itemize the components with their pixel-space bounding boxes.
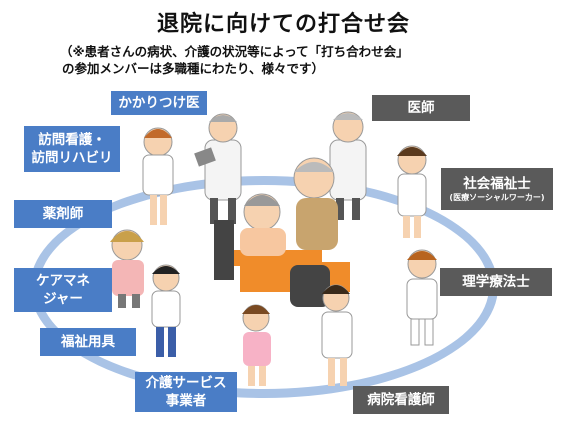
subtitle-line-2: の参加メンバーは多職種にわたり、様々です） (62, 61, 325, 76)
role-label-care-line1: ケアマネ (36, 273, 90, 289)
role-label-ishi: 医師 (372, 95, 470, 121)
subtitle-line-1: （※患者さんの病状、介護の状況等によって「打ち合わせ会」 (60, 44, 409, 59)
social-worker-figure (397, 145, 427, 238)
role-label-care-line2: ジャー (43, 291, 83, 307)
care-service-figure (242, 304, 271, 386)
hospital-nurse-figure (321, 284, 353, 386)
role-label-kaigo: 介護サービス 事業者 (135, 372, 237, 412)
role-label-fukushi: 福祉用具 (40, 328, 136, 356)
role-label-nurse: 病院看護師 (353, 386, 449, 414)
subtitle: （※患者さんの病状、介護の状況等によって「打ち合わせ会」 の参加メンバーは多職種… (60, 43, 530, 77)
role-label-pt: 理学療法士 (440, 268, 552, 296)
role-label-houmon: 訪問看護・ 訪問リハビリ (24, 126, 120, 172)
role-label-social-sub: (医療ソーシャルワーカー) (449, 193, 545, 202)
patient-bed-figure (214, 157, 350, 307)
role-label-social-main: 社会福祉士 (463, 176, 531, 192)
role-label-care: ケアマネ ジャー (14, 268, 112, 312)
role-label-kaigo-line1: 介護サービス (145, 375, 227, 391)
physical-therapist-figure (406, 249, 438, 346)
family-doctor-figure (194, 113, 242, 224)
visiting-nurse-figure (142, 127, 174, 225)
role-label-houmon-line2: 訪問リハビリ (31, 150, 113, 166)
role-label-kaigo-line2: 事業者 (165, 393, 207, 409)
welfare-staff-figure (151, 264, 181, 357)
page-title: 退院に向けての打合せ会 (156, 12, 410, 37)
role-label-kakaritsuke: かかりつけ医 (111, 91, 207, 115)
doctor-figure (329, 111, 367, 220)
role-label-houmon-line1: 訪問看護・ (38, 132, 106, 148)
role-label-yakuzai: 薬剤師 (14, 200, 112, 228)
role-label-social: 社会福祉士 (医療ソーシャルワーカー) (441, 168, 553, 210)
care-manager-figure (110, 229, 144, 308)
